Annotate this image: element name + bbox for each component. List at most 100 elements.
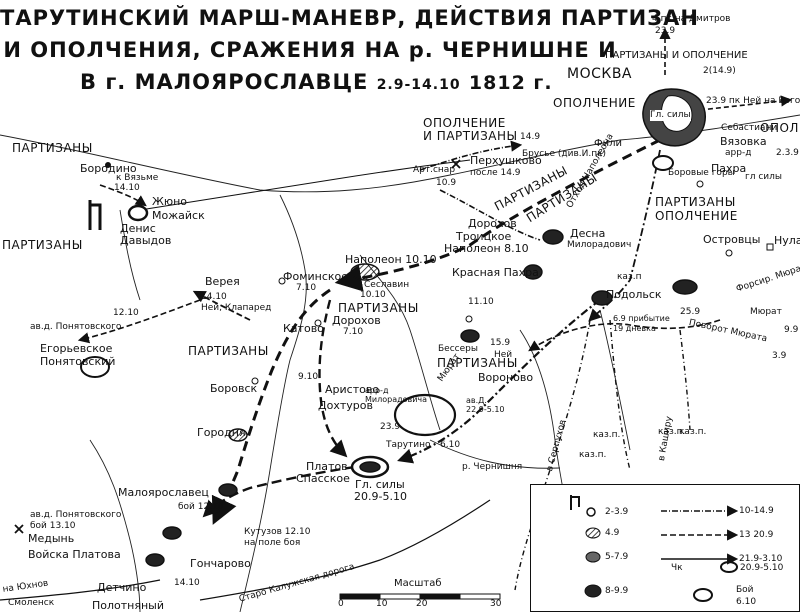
label-sevastiani: Себастиани: [721, 123, 778, 133]
label-partizany-southwest: ПАРТИЗАНЫ: [188, 344, 269, 358]
label-date-11-10: 11.10: [468, 297, 494, 307]
label-date-7-10-b: 7.10: [343, 327, 364, 337]
label-goncharovo: Гончарово: [190, 557, 251, 570]
label-egoryevskoe: Егорьевское: [40, 342, 113, 355]
label-date-10-9: 10.9: [436, 178, 457, 188]
position-gl-sily-tarutino-inner: [359, 461, 381, 473]
label-arg-snar: Арт.снар: [413, 165, 456, 175]
legend-symbols: [570, 495, 739, 602]
label-borovy-gory: Боровые горы: [668, 168, 735, 178]
label-kaz-p-5: каз.п.: [679, 427, 707, 437]
label-murat-right: Мюрат: [750, 307, 782, 317]
label-gl-sily-pakhra: гл силы: [745, 172, 782, 182]
legend-label-8-9-9: 8-9.9: [605, 586, 629, 596]
label-desna: Десна: [570, 227, 606, 240]
route-murat: [528, 319, 721, 352]
position-napoleon-10-10: [350, 263, 380, 281]
label-detchino: Детчино: [97, 581, 147, 594]
label-fili: Фили: [594, 138, 622, 149]
marker-pakhra-village: [696, 180, 704, 188]
label-polotnyany: Полотняный: [92, 599, 165, 612]
label-date-14-10: 14.10: [114, 183, 140, 193]
label-podolsk: Подольск: [606, 288, 662, 301]
label-denis-davydov: Денис Давыдов: [120, 222, 172, 247]
label-medyn: Медынь: [28, 532, 75, 545]
map-markers: [14, 159, 774, 534]
label-napoleon-8-10: Наполеон 8.10: [444, 242, 529, 255]
marker-vereya: [278, 277, 286, 285]
river-nara: [239, 194, 307, 612]
position-tarutino-battle: [393, 393, 457, 437]
label-chernishnya: р. Чернишня: [462, 462, 523, 472]
title-prefix: В г. МАЛОЯРОСЛАВЦЕ: [80, 70, 369, 94]
label-date-15-9: 15.9: [490, 338, 511, 348]
legend-symbol-boy: [693, 588, 713, 602]
label-ponyatovsky: Понятовский: [40, 355, 116, 368]
label-avanguard: арр-д: [725, 148, 752, 158]
label-date-10-10: 10.10: [360, 290, 386, 300]
label-gl-sily-tarutino: Гл. силы: [355, 478, 405, 491]
label-kutuzov: Кутузов 12.10: [244, 527, 311, 537]
route-ponyatovsky: [77, 299, 201, 344]
position-podolsk: [591, 290, 613, 306]
label-platov: Платов: [306, 460, 348, 473]
legend-label-20-9-5-10: 20.9-5.10: [740, 563, 784, 573]
label-av-d-miloradovicha: арр-д Милорадовича: [365, 386, 428, 404]
title-dates: 2.9-14.10: [376, 77, 461, 93]
road-staro-kaluzhskaya: [199, 499, 491, 601]
label-partizany-center-2: ПАРТИЗАНЫ: [338, 301, 419, 315]
label-zhuno: Жюно: [152, 195, 188, 208]
position-murat-podolsk: [672, 279, 698, 295]
label-aristovo: Аристово: [325, 383, 380, 396]
route-russian-flank-2: [397, 299, 601, 464]
label-vereya-date: 14.10: [201, 292, 227, 302]
route-tarutino-malo: [202, 463, 371, 518]
label-av-d-ponyat-boy: ав.д. Понятовского бой 13.10: [30, 510, 122, 531]
scale-tick-10: 10: [376, 599, 388, 609]
scale: Масштаб 0 10 20 30: [338, 578, 501, 609]
label-miloradovich: Милорадович: [567, 240, 632, 250]
position-medyn-1: [162, 526, 182, 540]
legend-symbol-mixed: [585, 551, 601, 563]
legend-symbol-flag: [570, 495, 580, 510]
label-date-14-10-b: 14.10: [174, 578, 200, 588]
label-kaz-p-3: каз.п.: [593, 430, 621, 440]
label-perkhushkovo: Перхушково: [470, 154, 542, 167]
label-date-6-9-prib: 6.9 прибытие: [613, 314, 670, 323]
marker-cross-medyn: [14, 524, 24, 534]
map-title-line-3: В г. МАЛОЯРОСЛАВЦЕ 2.9-14.10 1812 г.: [80, 70, 552, 94]
route-partisans-north: [419, 140, 523, 171]
route-partisans-mid: [439, 189, 541, 241]
map-title-line-1: ТАРУТИНСКИЙ МАРШ-МАНЕВР, ДЕЙСТВИЯ ПАРТИЗ…: [0, 6, 699, 30]
scale-title: Масштаб: [394, 578, 442, 589]
road-serpukhov: [514, 319, 591, 591]
label-partizany-opolchenie-right: ПАРТИЗАНЫ ОПОЛЧЕНИЕ: [655, 195, 738, 223]
marker-flag-west: [88, 200, 102, 230]
scale-tick-20: 20: [416, 599, 428, 609]
label-smolensk: Смоленск: [8, 598, 55, 608]
marker-cross-perkhushkovo: [451, 159, 461, 169]
label-date-14-9: 14.9: [520, 132, 541, 142]
marker-voronovo: [465, 315, 473, 323]
marker-borodino: [105, 162, 111, 168]
label-dokhturov: Дохтуров: [318, 399, 373, 412]
label-kaz-p-4: каз.п.: [658, 427, 686, 437]
label-vyazovka: Вязовка: [720, 135, 767, 148]
label-partizany-far-left: ПАРТИЗАНЫ: [12, 141, 93, 155]
label-opolchenie-partizany: ОПОЛЧЕНИЕ И ПАРТИЗАНЫ: [423, 116, 518, 143]
label-boy-12-10: бой 12.10: [178, 502, 224, 512]
position-gorodnya: [228, 428, 248, 442]
map-legend: 2-3.9 4.9 5-7.9 8-9.9 10-14.9 13 20.9 21…: [530, 484, 800, 612]
label-borodino: Бородино: [80, 162, 137, 175]
label-na-pole-boya: на поле боя: [244, 538, 301, 548]
position-bessery: [460, 329, 480, 343]
label-napoleon-10-10: Наполеон 10.10: [345, 253, 437, 266]
label-opolchenie-left: ОПОЛЧЕНИЕ: [553, 96, 636, 110]
label-bogorodsk: 23.9 пк Ней на Богородск: [706, 96, 800, 106]
label-date-25-9: 25.9: [680, 307, 701, 317]
label-date-9-9: 9.9: [784, 325, 799, 335]
route-bogorodsk: [699, 95, 793, 111]
scale-bar: [339, 593, 501, 600]
legend-label-10-14-9: 10-14.9: [739, 506, 774, 516]
label-dmitrov: 4 пк на Дмитров: [652, 14, 731, 24]
